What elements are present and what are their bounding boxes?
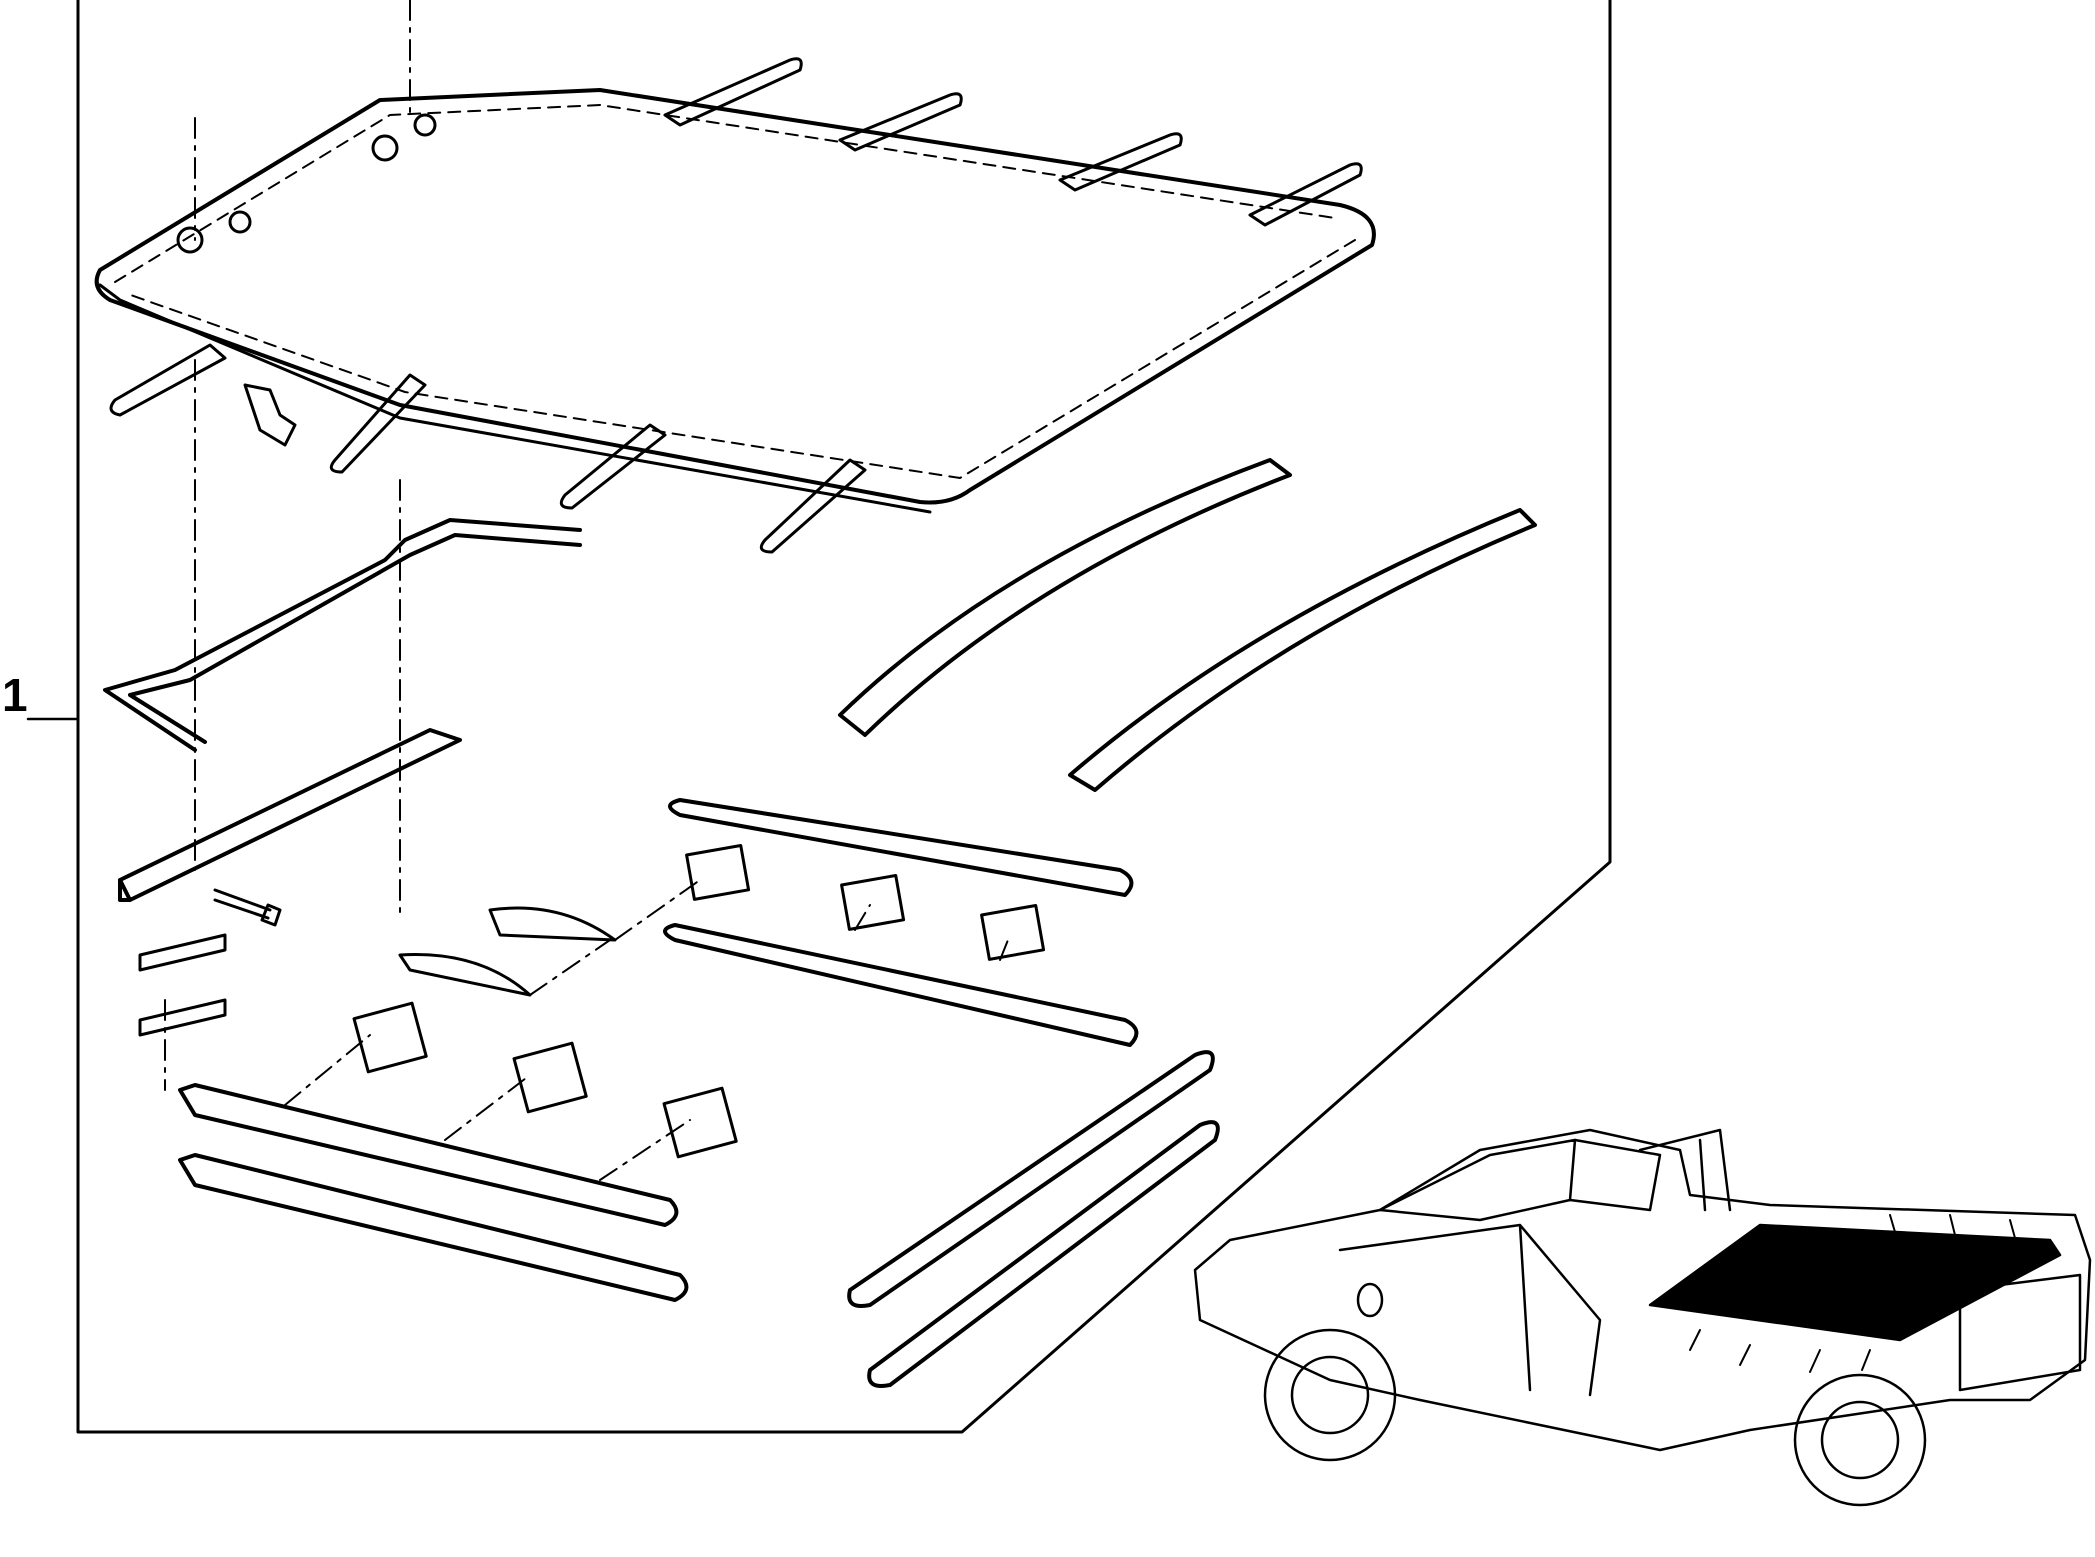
front-wheel: [1263, 1328, 1397, 1462]
bent-frame-rod: [103, 518, 582, 752]
callout-label-1: 1: [2, 669, 28, 721]
small-bracket: [138, 998, 227, 1037]
small-bracket: [138, 933, 227, 972]
tonneau-cover-panel: [94, 88, 1376, 514]
center-clip: [398, 953, 532, 997]
center-clip: [488, 906, 617, 942]
cover-straps-front: [109, 343, 867, 554]
rail-clips-right: [685, 843, 1046, 961]
bolt: [213, 888, 282, 927]
rail-clips-left: [352, 1001, 738, 1159]
pickup-truck-illustration: [1193, 1128, 2092, 1507]
cover-lug: [176, 226, 204, 254]
cover-lug: [413, 113, 437, 137]
lower-right-rail: [847, 1050, 1220, 1388]
cover-straps-rear: [663, 57, 1363, 227]
cover-lug: [228, 210, 252, 234]
lower-left-rail: [178, 1083, 689, 1302]
upper-right-rail: [663, 798, 1139, 1047]
assembly-leader-lines: [164, 0, 1011, 1181]
curved-bows: [838, 458, 1537, 792]
cover-hook-bracket: [243, 383, 297, 447]
tonneau-cover-installed: [1648, 1223, 2062, 1342]
side-rail-left-upper: [118, 728, 462, 902]
rear-wheel: [1793, 1373, 1927, 1507]
parts-frame: [76, 0, 1612, 1434]
cover-lug: [371, 134, 399, 162]
